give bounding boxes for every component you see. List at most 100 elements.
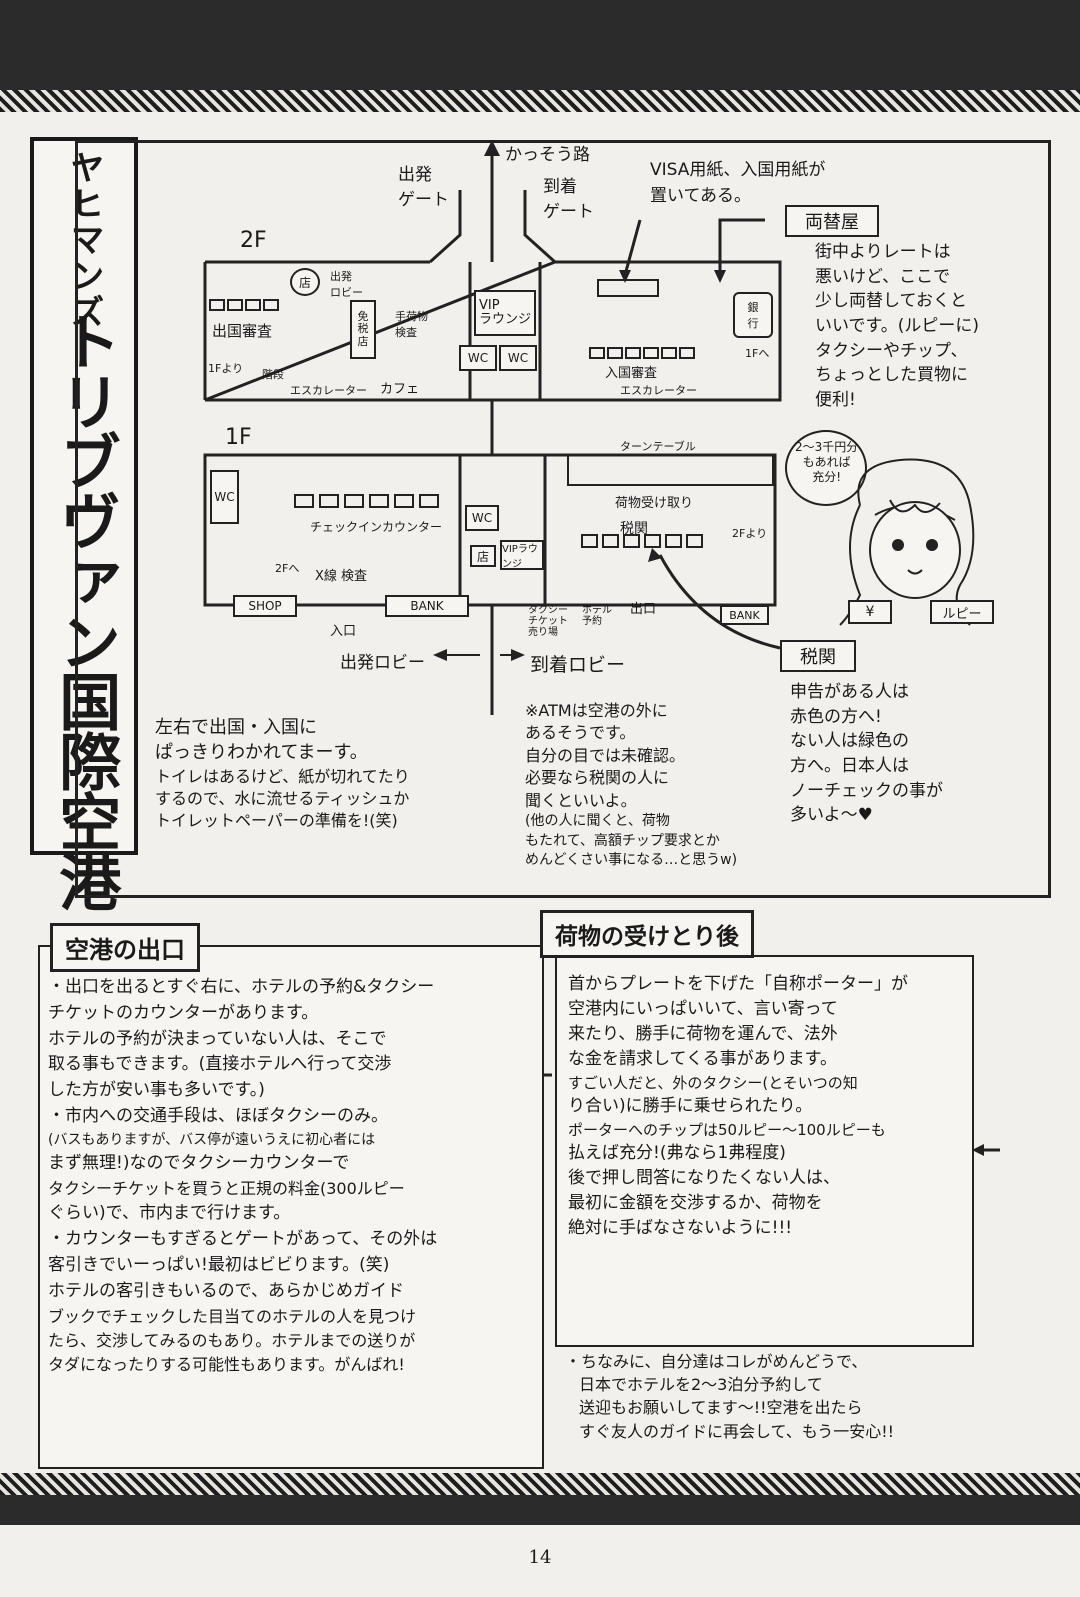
exit-bullet-line: ・カウンターもすぎるとゲートがあって、その外は	[48, 1229, 438, 1250]
exchange-note-line: 少し両替しておくと	[815, 291, 967, 312]
exit-bullet-line: ホテルの客引きもいるので、あらかじめガイド	[48, 1280, 404, 1301]
exit-bullets: ・出口を出るとすぐ右に、ホテルの予約&タクシー チケットのカウンターがあります。…	[48, 975, 437, 1378]
exit-bullet-line: ・出口を出るとすぐ右に、ホテルの予約&タクシー	[48, 977, 435, 997]
exit-bullet-line: ぐらい)で、市内まで行けます。	[48, 1203, 291, 1224]
turntable-label: ターンテーブル	[620, 440, 696, 453]
baggage-line: な金を請求してくる事があります。	[568, 1048, 837, 1069]
title-subtitle: ヤヒマンズ	[64, 150, 104, 330]
shop-icon-1f: 店	[470, 545, 496, 567]
baggage-footnote-line: 日本でホテルを2〜3泊分予約して	[579, 1375, 823, 1395]
visa-note: VISA用紙、入国用紙が 置いてある。	[650, 160, 826, 206]
floor1-label: 1F	[225, 425, 252, 450]
footer-border-pattern	[0, 1473, 1080, 1495]
left-note-line: トイレットペーパーの準備を!(笑)	[155, 810, 398, 830]
girl-illustration	[839, 458, 975, 626]
arrival-lobby-1f: 到着ロビー	[530, 654, 626, 676]
baggage-line: 払えば充分!(弗なら1弗程度)	[568, 1143, 786, 1164]
baggage-line: 来たり、勝手に荷物を運んで、法外	[568, 1023, 838, 1044]
immigration-label: 入国審査	[605, 366, 658, 381]
baggage-section-title: 荷物の受けとり後	[540, 910, 754, 958]
from-2f-label: 2Fより	[732, 527, 768, 540]
exchange-note-line: タクシーやチップ、	[815, 340, 968, 361]
baggage-footnote: ・ちなみに、自分達はコレがめんどうで、 日本でホテルを2〜3泊分予約して 送迎も…	[565, 1350, 894, 1443]
atm-note-line: めんどくさい事になる…と思うw)	[525, 852, 738, 869]
wc-1f-left: WC	[210, 470, 239, 524]
exit-bullet-line: (バスもありますが、バス停が遠いうえに初心者には	[48, 1131, 376, 1148]
left-note-line: 左右で出国・入国に	[155, 717, 317, 738]
wc-2f-b: WC	[499, 345, 537, 371]
runway-label: かっそう路	[505, 145, 590, 165]
exit-bullet-line: 客引きでいーっぱい!最初はビビります。(笑)	[48, 1255, 390, 1276]
exit-bullet-line: した方が安い事も多いです。)	[48, 1080, 265, 1101]
customs-1f-label: 税関	[620, 521, 648, 537]
departure-check-label: 出国審査	[212, 322, 273, 340]
customs-note-line: ノーチェックの事が	[790, 780, 943, 801]
exit-bullet-line: まず無理!)なのでタクシーカウンターで	[48, 1153, 350, 1174]
customs-note: 申告がある人は 赤色の方へ! ない人は緑色の 方へ。日本人は ノーチェックの事が…	[790, 680, 943, 828]
exchange-note: 街中よりレートは 悪いけど、ここで 少し両替しておくと いいです。(ルピーに) …	[815, 240, 979, 412]
baggage-lines: 首からプレートを下げた「自称ポーター」が 空港内にいっぱいいて、言い寄って 来た…	[568, 972, 908, 1241]
to-2f-label: 2Fへ	[275, 562, 300, 575]
baggage-footnote-line: ・ちなみに、自分達はコレがめんどうで、	[565, 1352, 868, 1371]
exit-panel	[38, 945, 544, 1469]
customs-note-line: 多いよ〜♥	[790, 805, 873, 826]
atm-note-line: 聞くといいよ。	[525, 790, 637, 810]
atm-note-line: あるそうです。	[525, 723, 636, 743]
from-1f-label: 1Fより	[208, 362, 244, 375]
departure-gate-label: 出発 ゲート	[398, 165, 449, 210]
customs-note-line: 赤色の方へ!	[790, 706, 882, 727]
exit-bullet-line: タクシーチケットを買うと正規の料金(300ルピー	[48, 1179, 405, 1199]
xray-label: X線 検査	[315, 569, 368, 584]
baggage-footnote-line: 送迎もお願いしてます〜!!空港を出たら	[579, 1398, 863, 1418]
to-1f-label: 1Fへ	[745, 347, 770, 360]
left-note-line: トイレはあるけど、紙が切れてたり	[155, 766, 410, 786]
header-border-pattern	[0, 90, 1080, 112]
exit-bullet-line: 取る事もできます。(直接ホテルへ行って交渉	[48, 1054, 392, 1075]
customs-note-line: 申告がある人は	[790, 682, 909, 702]
hotel-booking-label: ホテル 予約	[582, 605, 612, 627]
exit-bullet-line: ブックでチェックした目当てのホテルの人を見つけ	[48, 1306, 417, 1326]
speech-bubble	[785, 430, 867, 506]
stairs-label: 階段	[262, 368, 284, 381]
shop-1f: SHOP	[233, 595, 297, 617]
wc-1f-mid: WC	[465, 505, 499, 531]
taxi-ticket-label: タクシー チケット 売り場	[528, 605, 568, 638]
baggage-line: すごい人だと、外のタクシー(とそいつの知	[568, 1073, 858, 1092]
header-band	[0, 0, 1080, 90]
cafe-label: カフェ	[380, 382, 420, 397]
wc-2f-a: WC	[459, 345, 497, 371]
baggage-line: 空港内にいっぱいいて、言い寄って	[568, 998, 838, 1019]
shop-2f: 店	[290, 268, 320, 296]
page-number: 14	[528, 1547, 552, 1568]
rupee-box: ルピー	[930, 600, 994, 624]
entrance-label: 入口	[330, 624, 357, 639]
baggage-line: 首からプレートを下げた「自称ポーター」が	[568, 974, 908, 994]
exchange-note-line: 便利!	[815, 389, 856, 410]
baggage-line: り合い)に勝手に乗せられたり。	[568, 1095, 813, 1116]
yen-box: ¥	[848, 600, 892, 624]
atm-note-line: 自分の目では未確認。	[525, 745, 686, 765]
escalator2-label: エスカレーター	[620, 384, 697, 397]
baggage-line: ポーターへのチップは50ルピー〜100ルピーも	[568, 1120, 886, 1139]
exchange-note-line: ちょっとした買物に	[815, 365, 968, 386]
customs-note-line: ない人は緑色の	[790, 731, 909, 752]
exit-bullet-line: ホテルの予約が決まっていない人は、そこで	[48, 1028, 387, 1049]
baggage-footnote-line: すぐ友人のガイドに再会して、もう一安心!!	[579, 1421, 895, 1441]
departure-lobby-2f: 出発 ロビー	[330, 270, 363, 299]
exchange-note-line: 悪いけど、ここで	[815, 266, 951, 287]
bank-2f: 銀 行	[733, 292, 773, 338]
exchange-note-line: 街中よりレートは	[815, 242, 951, 262]
speech-bubble-text: 2〜3千円分 もあれば 充分!	[795, 440, 859, 484]
bank-1f-right: BANK	[720, 605, 769, 625]
left-note-line: ぱっきりわかれてまーす。	[155, 741, 368, 763]
baggage-check: 手荷物 検査	[395, 310, 428, 339]
exit-bullet-line: チケットのカウンターがあります。	[48, 1002, 319, 1023]
atm-note-line: 必要なら税関の人に	[525, 768, 670, 788]
atm-note-line: もたれて、高額チップ要求とか	[525, 832, 720, 849]
title-box	[30, 137, 138, 855]
atm-note-line: ※ATMは空港の外に	[525, 701, 668, 720]
checkin-counter-label: チェックインカウンター	[310, 520, 443, 534]
exit-bullet-line: たら、交渉してみるのもあり。ホテルまでの送りが	[48, 1331, 416, 1350]
exit-bullet-line: ・市内への交通手段は、ほぼタクシーのみ。	[48, 1106, 388, 1127]
